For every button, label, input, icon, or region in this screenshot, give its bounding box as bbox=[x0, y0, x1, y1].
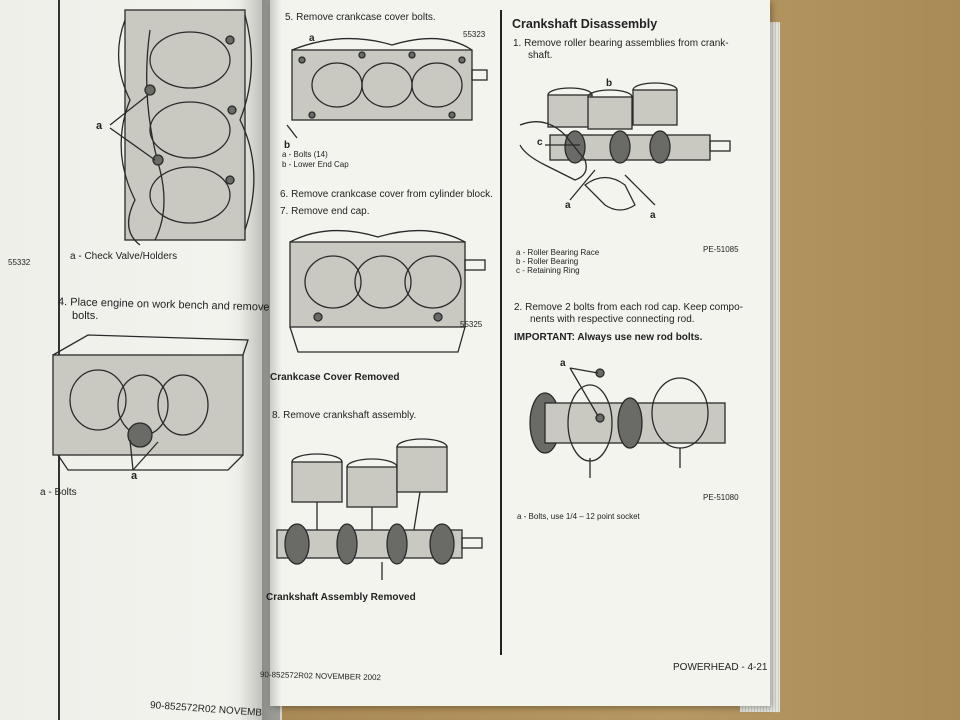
callout-a-check-valve: a bbox=[96, 120, 103, 132]
callout-a-bolts: a bbox=[131, 470, 138, 482]
step-6: 6. Remove crankcase cover from cylinder … bbox=[280, 189, 493, 200]
caption-crankcase-cover-removed: Crankcase Cover Removed bbox=[270, 372, 400, 383]
figure-number-55325: 55325 bbox=[460, 320, 483, 329]
legend-bolts-14: a - Bolts (14) bbox=[282, 150, 328, 159]
legend-bolts-socket: a - Bolts, use 1/4 – 12 point socket bbox=[517, 512, 640, 521]
figure-number-pe-51085: PE-51085 bbox=[703, 245, 739, 254]
caption-check-valve: a - Check Valve/Holders bbox=[70, 251, 178, 262]
step-4-line-2: bolts. bbox=[72, 310, 99, 322]
column-divider bbox=[500, 10, 502, 655]
figure-number-55323: 55323 bbox=[463, 30, 486, 39]
step-1-line-2: shaft. bbox=[528, 50, 553, 61]
legend-roller-bearing-race: a - Roller Bearing Race bbox=[516, 248, 600, 257]
step-7: 7. Remove end cap. bbox=[280, 206, 370, 217]
engine-block-illustration-top bbox=[109, 9, 255, 246]
callout-b-roller-bearing: b bbox=[606, 78, 613, 89]
callout-a-race-1: a bbox=[565, 200, 571, 211]
important-note: IMPORTANT: Always use new rod bolts. bbox=[514, 332, 703, 343]
callout-a-race-2: a bbox=[650, 210, 656, 221]
caption-crankshaft-assembly-removed: Crankshaft Assembly Removed bbox=[266, 592, 416, 603]
figure-number-pe-51080: PE-51080 bbox=[703, 493, 739, 502]
figure-number-left: 55332 bbox=[8, 258, 31, 267]
callout-a-crankcase: a bbox=[309, 33, 315, 44]
engine-on-bench-illustration bbox=[52, 334, 249, 471]
callout-c-retaining-ring: c bbox=[537, 137, 543, 148]
callout-b-crankcase: b bbox=[284, 140, 291, 151]
crankcase-cover-bolts-illustration bbox=[286, 37, 488, 139]
crankshaft-assembly-illustration bbox=[276, 438, 483, 580]
page-footer: POWERHEAD - 4-21 bbox=[673, 662, 768, 673]
legend-roller-bearing: b - Roller Bearing bbox=[516, 257, 579, 266]
callout-a-rod-bolts: a bbox=[560, 358, 566, 369]
cylinder-block-illustration bbox=[289, 229, 486, 353]
step-1-line-1: 1. Remove roller bearing assemblies from… bbox=[513, 38, 729, 49]
step-2-line-2: nents with respective connecting rod. bbox=[530, 314, 695, 325]
step-8: 8. Remove crankshaft assembly. bbox=[272, 410, 417, 421]
section-title-crankshaft-disassembly: Crankshaft Disassembly bbox=[512, 17, 658, 31]
caption-bolts: a - Bolts bbox=[40, 487, 77, 498]
roller-bearing-removal-illustration bbox=[519, 82, 731, 211]
legend-lower-end-cap: b - Lower End Cap bbox=[282, 160, 349, 169]
legend-retaining-ring: c - Retaining Ring bbox=[516, 266, 580, 275]
step-2-line-1: 2. Remove 2 bolts from each rod cap. Kee… bbox=[514, 302, 744, 313]
step-5: 5. Remove crankcase cover bolts. bbox=[285, 12, 436, 23]
rod-cap-bolts-illustration bbox=[529, 367, 726, 478]
